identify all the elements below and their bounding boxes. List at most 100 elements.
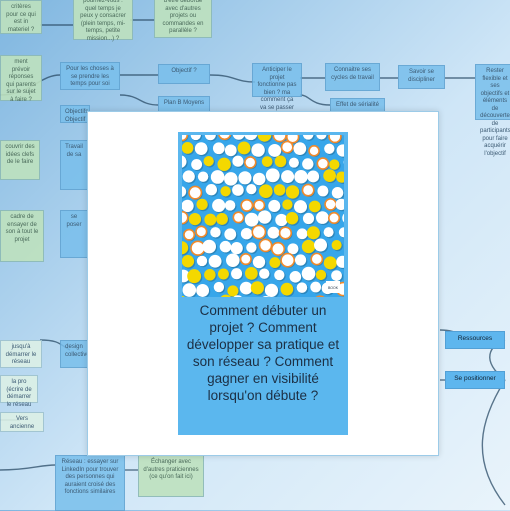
- cover-dot: [182, 142, 193, 154]
- node-reseau-demarrer[interactable]: jusqu'à démarrer le réseau: [0, 340, 42, 368]
- cover-dot: [182, 283, 196, 297]
- node-temps[interactable]: pourriez-vous : quel temps je peux y con…: [73, 0, 133, 40]
- node-flexible[interactable]: Rester flexible et ses objectifs et élém…: [475, 64, 510, 120]
- cover-dot: [212, 199, 225, 212]
- cover-dot: [329, 135, 341, 142]
- cover-dot: [189, 186, 201, 198]
- cover-dot: [241, 228, 252, 239]
- cover-dot: [266, 168, 280, 182]
- cover-dot: [204, 156, 214, 166]
- cover-dot: [332, 187, 344, 199]
- cover-dot: [329, 213, 339, 223]
- cover-dot: [213, 142, 225, 154]
- cover-dot: [282, 199, 292, 209]
- cover-dot: [227, 285, 238, 296]
- cover-dot: [280, 227, 292, 239]
- node-anticiper[interactable]: Anticiper le projet fonctionne pas bien …: [252, 63, 302, 97]
- node-cycles[interactable]: Connaitre ses cycles de travail: [325, 63, 380, 91]
- node-debordement[interactable]: d'être débordé avec d'autres projets ou …: [154, 0, 212, 38]
- cover-dot: [274, 270, 284, 280]
- cover-dot: [311, 253, 322, 264]
- cover-dot: [218, 269, 229, 280]
- cover-publisher-logo-text: BOOK: [328, 286, 339, 290]
- cover-dot: [232, 184, 244, 196]
- node-ancienne[interactable]: Vers ancienne: [0, 412, 44, 432]
- cover-dot: [259, 268, 269, 278]
- cover-dot: [281, 170, 294, 183]
- cover-dot: [310, 282, 321, 293]
- cover-dot: [216, 213, 228, 225]
- node-ecrire[interactable]: la pro (écrire de démarrer le réseau: [0, 375, 38, 403]
- cover-dot: [196, 284, 209, 297]
- node-so[interactable]: se poser: [60, 210, 88, 258]
- cover-dot: [206, 184, 217, 195]
- cover-dot: [303, 213, 314, 224]
- node-linkedin[interactable]: Réseau : essayer sur LinkedIn pour trouv…: [55, 455, 125, 511]
- node-critères[interactable]: critères pour ce qui est in materiel ?: [0, 0, 42, 34]
- cover-dot: [220, 186, 230, 196]
- node-echanger[interactable]: Échanger avec d'autres praticiennes (ce …: [138, 455, 204, 497]
- cover-dot: [197, 256, 207, 266]
- cover-dot: [268, 200, 280, 212]
- cover-dot: [246, 242, 256, 252]
- cover-dot: [209, 255, 222, 268]
- cover-dot: [282, 141, 293, 152]
- book-card[interactable]: BOOK Comment débuter un projet ? Comment…: [178, 132, 348, 435]
- cover-dot: [273, 135, 286, 142]
- cover-dot: [233, 212, 243, 222]
- cover-dot: [253, 256, 265, 268]
- cover-dot: [196, 199, 207, 210]
- node-choses[interactable]: Pour les choses à se prendre les temps p…: [60, 62, 120, 90]
- node-design[interactable]: design collective: [60, 340, 88, 368]
- cover-dot: [287, 243, 298, 254]
- cover-dot: [290, 271, 302, 283]
- node-cadre[interactable]: cadre de ensayer de son à tout le projet: [0, 210, 44, 262]
- book-preview-popup[interactable]: BOOK Comment débuter un projet ? Comment…: [87, 111, 439, 456]
- node-objectifs[interactable]: Objectifs Objectif: [60, 105, 90, 123]
- node-ressources[interactable]: Ressources: [445, 331, 505, 349]
- cover-dot: [286, 212, 298, 224]
- node-positionner[interactable]: Se positionner: [445, 371, 505, 389]
- cover-dot: [289, 158, 299, 168]
- cover-dot: [262, 156, 273, 167]
- cover-dot: [329, 159, 339, 169]
- cover-dot: [265, 284, 278, 297]
- cover-dot: [211, 170, 225, 184]
- node-travail[interactable]: Travail de sa: [60, 140, 88, 190]
- cover-dot: [331, 270, 342, 281]
- cover-dot: [182, 212, 188, 224]
- cover-dot: [198, 171, 208, 181]
- cover-dot: [252, 225, 265, 238]
- node-serialite[interactable]: Effet de sérialité: [330, 98, 385, 112]
- cover-dot: [275, 156, 287, 168]
- cover-dot: [268, 144, 281, 157]
- cover-dot: [217, 158, 230, 171]
- cover-dot: [245, 157, 256, 168]
- node-idees[interactable]: couvrir des idées clefs de le faire: [0, 140, 40, 180]
- cover-dot: [253, 173, 266, 186]
- cover-dot: [302, 240, 315, 253]
- cover-dot: [317, 186, 328, 197]
- cover-dot: [220, 241, 232, 253]
- cover-dot: [323, 169, 336, 182]
- cover-dot: [286, 185, 299, 198]
- book-cover-image: BOOK: [182, 135, 344, 297]
- cover-dot: [275, 214, 287, 226]
- node-reponses[interactable]: ment prévoir réponses qui parents sur le…: [0, 55, 42, 101]
- node-objectif[interactable]: Objectif ?: [158, 64, 210, 84]
- cover-dot: [241, 200, 252, 211]
- cover-dot: [281, 254, 294, 267]
- cover-dot: [324, 227, 334, 237]
- cover-dot: [259, 239, 271, 251]
- cover-dot: [294, 200, 307, 213]
- node-discipline[interactable]: Savoir se discipliner: [398, 65, 445, 89]
- cover-dot: [191, 159, 202, 170]
- cover-dot: [259, 184, 273, 198]
- cover-dot: [258, 210, 271, 223]
- cover-dot: [195, 142, 208, 155]
- cover-dot: [302, 184, 313, 195]
- cover-dot: [325, 199, 336, 210]
- cover-dot: [231, 242, 243, 254]
- cover-dot: [210, 227, 220, 237]
- cover-dot: [196, 226, 207, 237]
